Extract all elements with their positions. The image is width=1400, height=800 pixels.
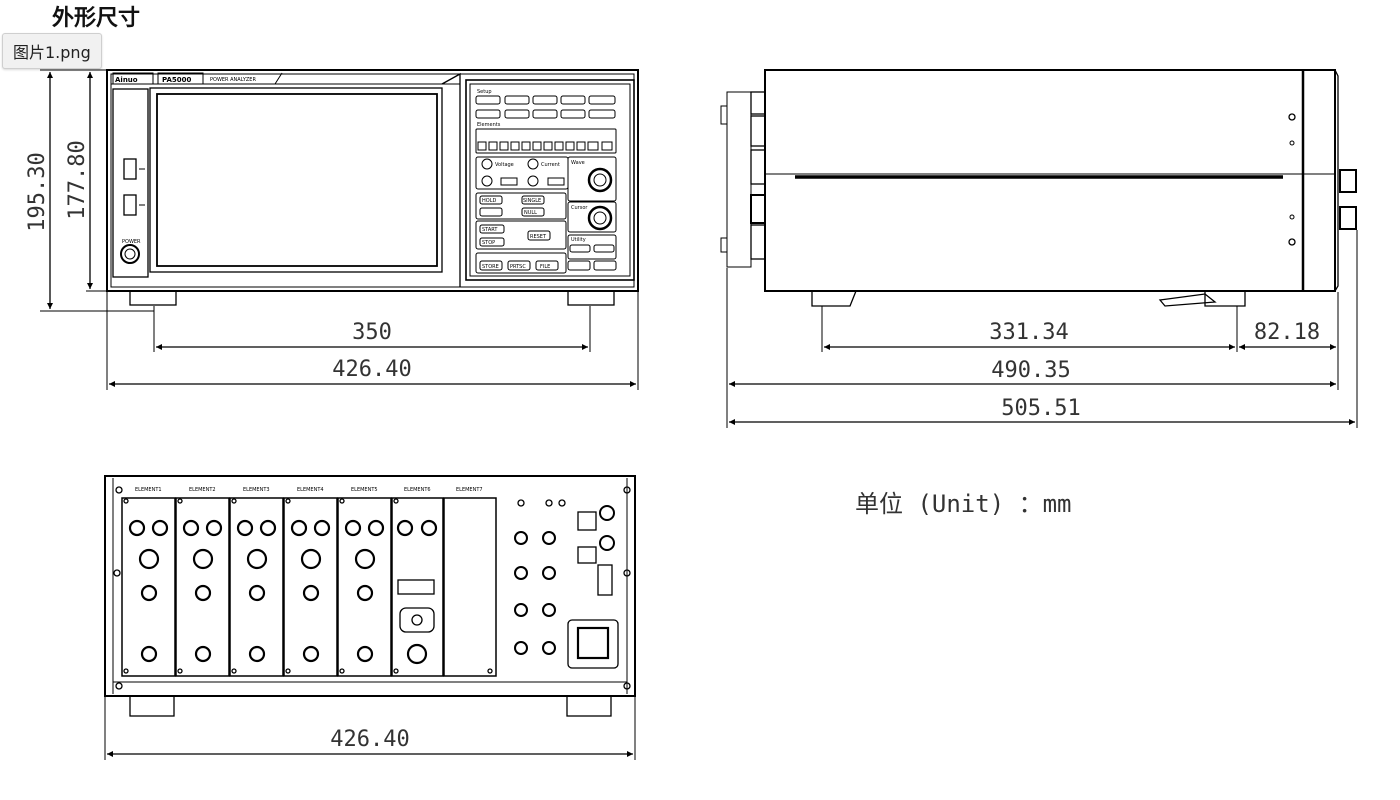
dim-height-inner: 177.80 [65,140,90,219]
front-view [40,69,639,390]
front-view-labels: Ainuo PA5000 POWER ANALYZER Setup Elemen… [25,76,588,382]
front-control-panel [465,79,635,281]
rear-element-label: ELEMENT4 [297,487,324,493]
ac-power-inlet-icon [567,619,619,669]
front-body-outline [106,69,639,292]
front-left-module [112,88,149,278]
panel-elements-label: Elements [477,122,501,128]
power-knob-icon [120,244,140,264]
front-foot-left [129,290,177,306]
rear-view-labels: 426.40 ELEMENT1 ELEMENT2 ELEMENT3 ELEMENT4 E… [135,487,483,752]
rear-element-label: ELEMENT2 [189,487,216,493]
rear-element-label: ELEMENT7 [456,487,483,493]
front-foot-right [567,290,615,306]
panel-setup-label: Setup [477,89,492,95]
dim-body-length: 331.34 [989,320,1068,345]
panel-start-label: START [482,227,498,233]
dim-overall-length: 505.51 [1001,396,1080,421]
side-knob-icon [1339,206,1357,230]
dim-feet-span: 350 [352,320,392,345]
side-foot-front [811,290,857,307]
dim-rear-offset: 82.18 [1254,320,1320,345]
panel-stop-label: STOP [482,240,495,246]
dim-total-length: 490.35 [991,358,1070,383]
rear-body-outline [104,475,636,697]
dim-height-outer: 195.30 [25,152,50,231]
model-label: PA5000 [162,76,192,84]
usb-port-icon [123,158,137,180]
panel-hold-label: HOLD [482,198,496,204]
panel-print-label: PRTSC [510,264,526,270]
side-handle-icon [1158,293,1217,307]
dim-front-width: 426.40 [332,357,411,382]
rear-element-label: ELEMENT5 [351,487,378,493]
side-view-labels: 331.34 82.18 490.35 505.51 [989,320,1320,421]
front-display-screen [149,87,443,273]
rear-element-label: ELEMENT6 [404,487,431,493]
power-label: POWER [122,239,141,245]
side-body-outline [764,69,1336,292]
page-title: 外形尺寸 [52,6,141,31]
panel-file-label: FILE [540,264,550,270]
rear-element-label: ELEMENT3 [243,487,270,493]
model-subtitle: POWER ANALYZER [210,77,256,83]
rear-view [104,475,636,760]
panel-single-label: SINGLE [523,198,541,204]
panel-wave-label: Wave [571,160,585,166]
panel-store-label: STORE [482,264,499,270]
serial-port-icon [597,564,613,596]
dim-rear-width: 426.40 [330,727,409,752]
panel-null-label: NULL [524,210,537,216]
side-view [720,69,1358,428]
filename-tooltip: 图片1.png [2,33,102,69]
usb-b-port-icon [577,546,597,564]
panel-cursor-label: Cursor [571,205,588,211]
ethernet-port-icon [577,511,597,531]
brand-label: Ainuo [115,76,138,84]
panel-reset-label: RESET [530,234,547,240]
panel-utility-label: Utility [571,237,586,243]
usb-port-icon [123,194,137,216]
rear-foot-left [129,695,175,717]
unit-label: 单位 (Unit) ：mm [855,490,1072,518]
panel-voltage-label: Voltage [495,162,514,168]
side-knob-icon [1339,169,1357,193]
rear-foot-right [566,695,612,717]
panel-current-label: Current [541,162,560,168]
rear-element-label: ELEMENT1 [135,487,162,493]
